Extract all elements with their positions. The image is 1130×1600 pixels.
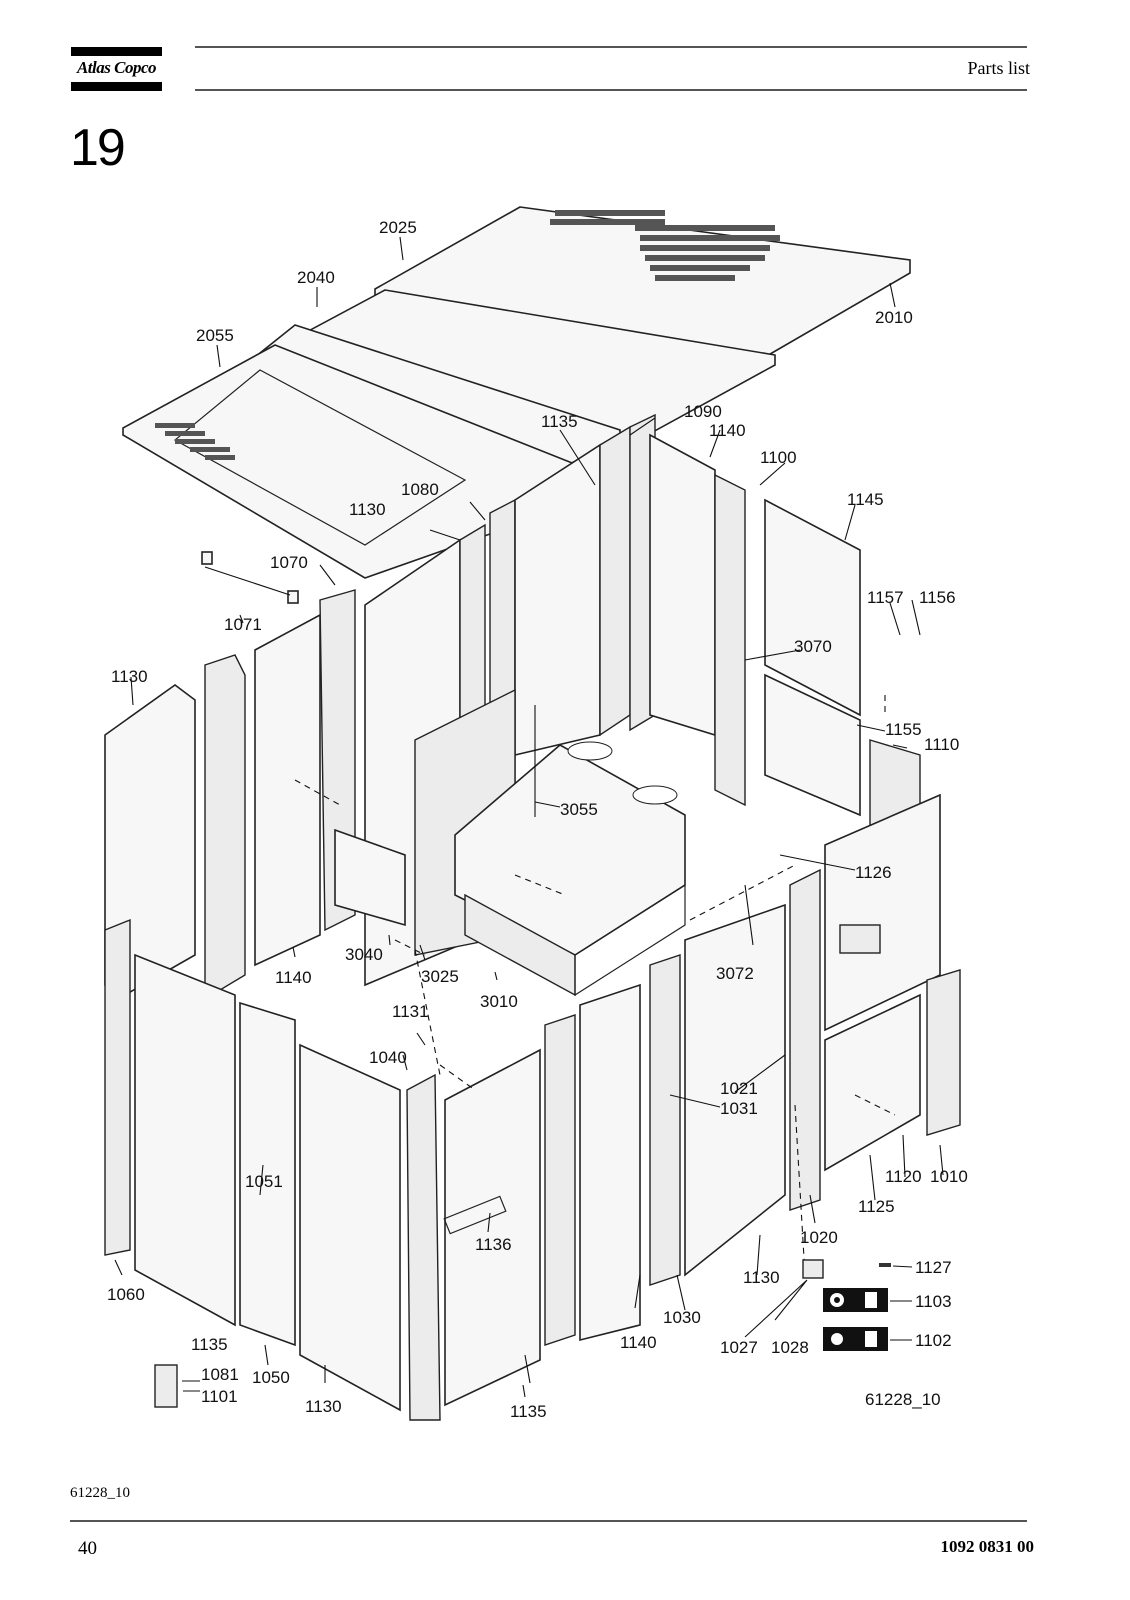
callout-1130-upper: 1130	[349, 500, 386, 519]
document-number: 1092 0831 00	[940, 1537, 1035, 1556]
callout-1071: 1071	[224, 615, 262, 634]
header-top-rule	[195, 46, 1027, 48]
callout-1127: 1127	[915, 1258, 952, 1277]
callout-1040: 1040	[369, 1048, 407, 1067]
figure-reference: 61228_10	[70, 1485, 130, 1501]
callout-1157: 1157	[867, 588, 904, 607]
callout-1135-top: 1135	[541, 412, 578, 431]
drawing-reference: 61228_10	[865, 1390, 941, 1409]
center-frame-3010	[454, 705, 686, 997]
exploded-parts-diagram: 2025 2040 2055 2010 1135 1090 1140 1100 …	[95, 195, 995, 1465]
callout-1102: 1102	[915, 1331, 952, 1350]
callout-labels: 2025 2040 2055 2010 1135 1090 1140 1100 …	[107, 218, 968, 1421]
callout-1020: 1020	[800, 1228, 838, 1247]
upper-panels	[364, 413, 921, 987]
callout-1135-lower-left: 1135	[191, 1335, 228, 1354]
panel-logo-decal	[443, 1195, 507, 1235]
callout-1140-top: 1140	[709, 421, 746, 440]
logo-wordmark: Atlas Copco	[76, 58, 157, 77]
diagram-svg: 2025 2040 2055 2010 1135 1090 1140 1100 …	[104, 206, 968, 1421]
callout-1090: 1090	[684, 402, 722, 421]
callout-1103: 1103	[915, 1292, 952, 1311]
callout-1136: 1136	[475, 1235, 512, 1254]
header-bottom-rule	[195, 89, 1027, 91]
callout-1130-bottom: 1130	[305, 1397, 342, 1416]
callout-2055: 2055	[196, 326, 234, 345]
assembly-dashed-lines	[294, 695, 896, 1276]
callout-1060: 1060	[107, 1285, 145, 1304]
callout-1125: 1125	[858, 1197, 895, 1216]
callout-1021: 1021	[720, 1079, 758, 1098]
callout-1010: 1010	[930, 1167, 968, 1186]
lock-1028	[802, 1259, 824, 1279]
callout-1140-lower: 1140	[620, 1333, 657, 1352]
callout-1080: 1080	[401, 480, 439, 499]
callout-2025: 2025	[379, 218, 417, 237]
callout-1051: 1051	[245, 1172, 283, 1191]
callout-1028: 1028	[771, 1338, 809, 1357]
callout-1100: 1100	[760, 448, 797, 467]
safety-pictogram-1102	[823, 1327, 888, 1351]
right-control-panel	[789, 793, 941, 1211]
callout-3055: 3055	[560, 800, 598, 819]
callout-1030: 1030	[663, 1308, 701, 1327]
leader-lines	[114, 236, 944, 1398]
footer-rule	[70, 1520, 1027, 1522]
section-number: 19	[70, 119, 126, 177]
callout-1070: 1070	[270, 553, 308, 572]
callout-2040: 2040	[297, 268, 335, 287]
page-number: 40	[78, 1538, 97, 1559]
callout-1110: 1110	[924, 735, 959, 754]
callout-1126: 1126	[855, 863, 892, 882]
callout-1101: 1101	[201, 1387, 238, 1406]
callout-3025: 3025	[421, 967, 459, 986]
callout-1131: 1131	[392, 1002, 429, 1021]
callout-1155: 1155	[885, 720, 922, 739]
callout-1081: 1081	[201, 1365, 239, 1384]
callout-1130-left: 1130	[111, 667, 148, 686]
decal-1081-1101	[154, 1364, 178, 1408]
callout-3010: 3010	[480, 992, 518, 1011]
logo-bottom-bar	[71, 82, 162, 91]
lower-front-panels	[104, 903, 961, 1421]
callout-3072: 3072	[716, 964, 754, 983]
callout-2010: 2010	[875, 308, 913, 327]
atlas-copco-logo: Atlas Copco	[71, 47, 162, 91]
callout-1140-mid: 1140	[275, 968, 312, 987]
callout-1027: 1027	[720, 1338, 758, 1357]
callout-3070: 3070	[794, 637, 832, 656]
callout-3040: 3040	[345, 945, 383, 964]
callout-1120: 1120	[885, 1167, 922, 1186]
header-title: Parts list	[967, 58, 1030, 78]
callout-1050: 1050	[252, 1368, 290, 1387]
logo-top-bar	[71, 47, 162, 56]
callout-1156: 1156	[919, 588, 956, 607]
label-1127	[879, 1263, 891, 1267]
callout-1135-bottom: 1135	[510, 1402, 547, 1421]
safety-pictogram-1103	[823, 1288, 888, 1312]
callout-1145: 1145	[847, 490, 884, 509]
callout-1130-lower-right: 1130	[743, 1268, 780, 1287]
callout-1031: 1031	[720, 1099, 758, 1118]
